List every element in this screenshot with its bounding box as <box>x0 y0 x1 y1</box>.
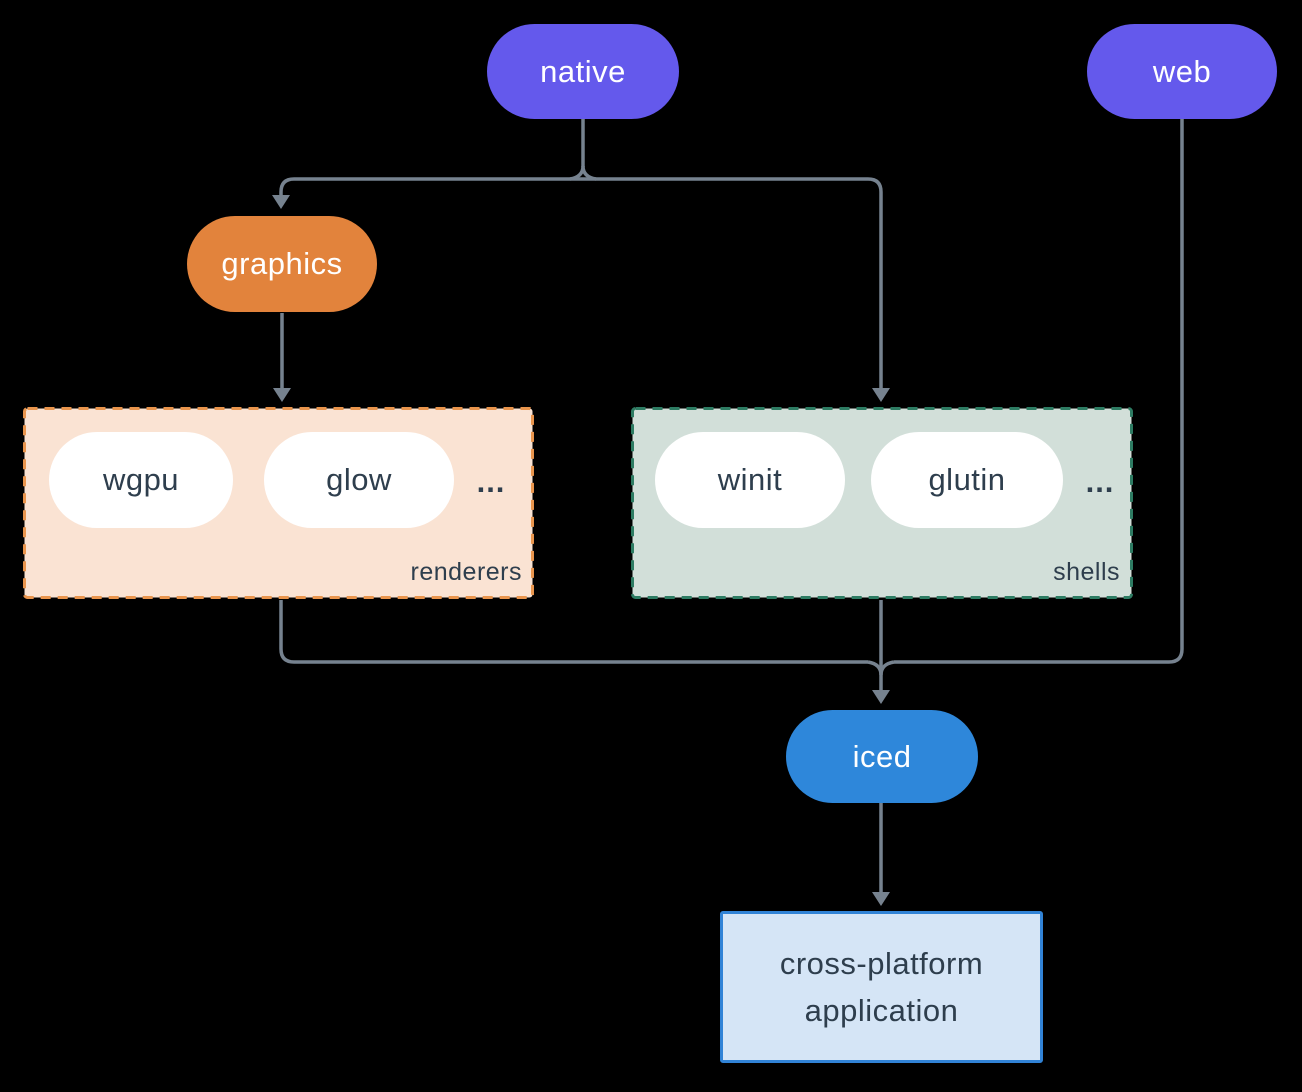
node-iced-label: iced <box>852 738 912 774</box>
renderers-ellipsis: ... <box>476 464 506 499</box>
node-glutin: glutin <box>871 432 1063 528</box>
node-graphics: graphics <box>187 216 377 312</box>
node-winit-label: winit <box>717 462 783 497</box>
arrowhead-into-graphics <box>272 195 290 209</box>
node-glow-label: glow <box>326 462 392 497</box>
app-label-line1: cross-platform <box>779 946 984 981</box>
arrowhead-into-iced <box>872 690 890 704</box>
edge-renderers-to-junction <box>279 600 868 664</box>
node-glow: glow <box>264 432 454 528</box>
arrowheads-group <box>272 195 890 906</box>
node-web: web <box>1087 24 1277 119</box>
shells-group-label: shells <box>1053 558 1120 586</box>
arrowhead-into-app <box>872 892 890 906</box>
edges-group <box>279 119 1184 895</box>
node-wgpu-label: wgpu <box>102 462 180 497</box>
arrowhead-into-shells <box>872 388 890 402</box>
node-iced: iced <box>786 710 978 803</box>
shells-ellipsis: ... <box>1085 464 1115 499</box>
node-graphics-label: graphics <box>221 246 343 281</box>
node-cross-platform-application: cross-platform application <box>720 911 1043 1063</box>
app-label-line2: application <box>804 993 959 1028</box>
node-wgpu: wgpu <box>49 432 233 528</box>
node-web-label: web <box>1152 53 1212 89</box>
renderers-group-label: renderers <box>410 558 522 586</box>
node-winit: winit <box>655 432 845 528</box>
arrowhead-into-renderers <box>273 388 291 402</box>
edge-native-branch <box>279 177 883 391</box>
node-native: native <box>487 24 679 119</box>
edge-web-to-junction <box>894 119 1184 664</box>
node-glutin-label: glutin <box>928 462 1006 497</box>
edge-native-junction-flare <box>569 165 597 181</box>
node-native-label: native <box>540 53 626 89</box>
